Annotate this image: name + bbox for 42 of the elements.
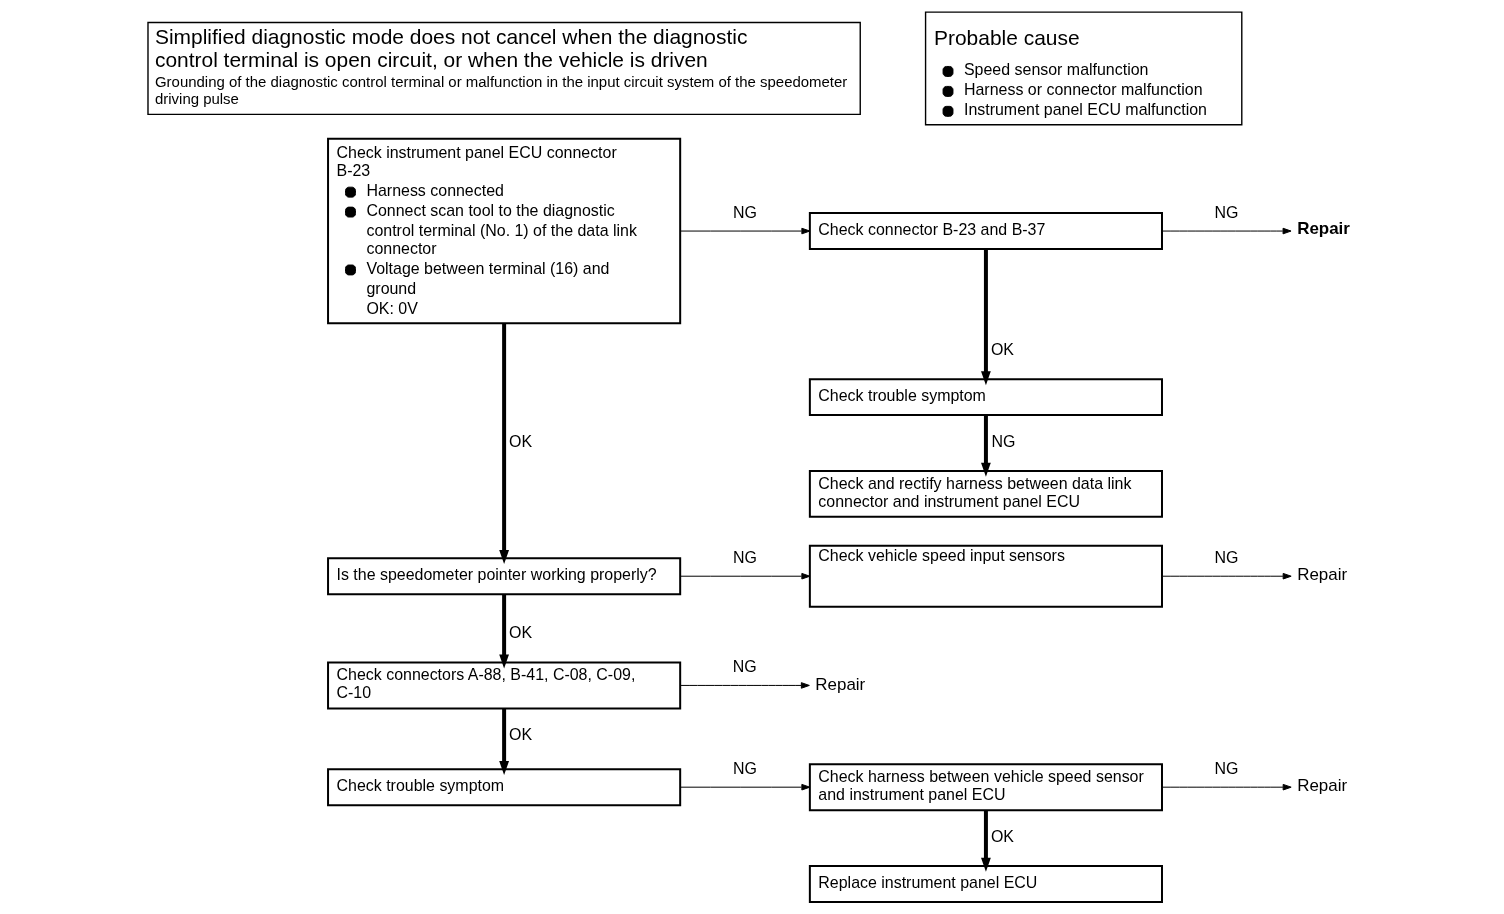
node-box: Check harness between vehicle speed sensor and instrument panel ECU <box>808 763 1163 812</box>
arrow <box>679 572 810 580</box>
node-text: Repair <box>814 674 865 694</box>
edge-label: OK <box>508 726 532 744</box>
node-box: Simplified diagnostic mode does not cancel when the diagnostic control terminal is open circuit, or when the vehicle is driven Grounding of the diagnostic control terminal or malfunction in the input circuit system of the speedometer driving pulse <box>146 21 861 116</box>
node-box: Check connectors A-88, B-41, C-08, C-09, C-10 <box>326 661 681 710</box>
arrow <box>1161 572 1292 580</box>
edge-label: NG <box>732 203 757 221</box>
node-box: Check connector B-23 and B-37 <box>808 212 1163 250</box>
node-text: Repair <box>1296 565 1347 585</box>
node-box: Probable cause Speed sensor malfunction Harness or connector malfunction Instrument panel ECU malfunction <box>924 11 1242 126</box>
edge-label: NG <box>1214 760 1239 778</box>
arrow <box>679 783 810 791</box>
node-box: Check instrument panel ECU connector B-23 Harness connected Connect scan tool to the diagnostic control terminal (No. 1) of the data link connector Voltage between terminal (16) and ground OK: 0V <box>326 137 681 325</box>
arrow <box>980 415 991 477</box>
edge-label: OK <box>990 341 1014 359</box>
arrow <box>980 810 991 872</box>
arrow <box>498 708 509 776</box>
node-text: Repair <box>1296 219 1350 239</box>
arrow <box>679 227 810 235</box>
edge-label: OK <box>508 624 532 642</box>
edge-label: NG <box>732 760 757 778</box>
node-text: Repair <box>1296 776 1347 796</box>
edge-label: OK <box>508 432 532 450</box>
edge-label: OK <box>990 827 1014 845</box>
edge-label: NG <box>990 432 1015 450</box>
arrow <box>679 682 810 689</box>
edge-label: NG <box>1214 203 1239 221</box>
arrow <box>498 594 509 669</box>
node-box: Check trouble symptom <box>808 378 1163 417</box>
edge-label: NG <box>732 658 757 676</box>
arrow <box>1161 783 1292 791</box>
node-box: Check and rectify harness between data link connector and instrument panel ECU <box>808 469 1163 518</box>
arrow <box>498 323 509 565</box>
edge-label: NG <box>732 549 757 567</box>
node-box: Is the speedometer pointer working properly? <box>326 557 681 596</box>
node-box: Replace instrument panel ECU <box>808 865 1163 903</box>
node-box: Check vehicle speed input sensors <box>808 544 1163 608</box>
arrow <box>980 249 991 386</box>
arrow <box>1161 227 1292 235</box>
edge-label: NG <box>1214 549 1239 567</box>
node-box: Check trouble symptom <box>326 768 681 807</box>
